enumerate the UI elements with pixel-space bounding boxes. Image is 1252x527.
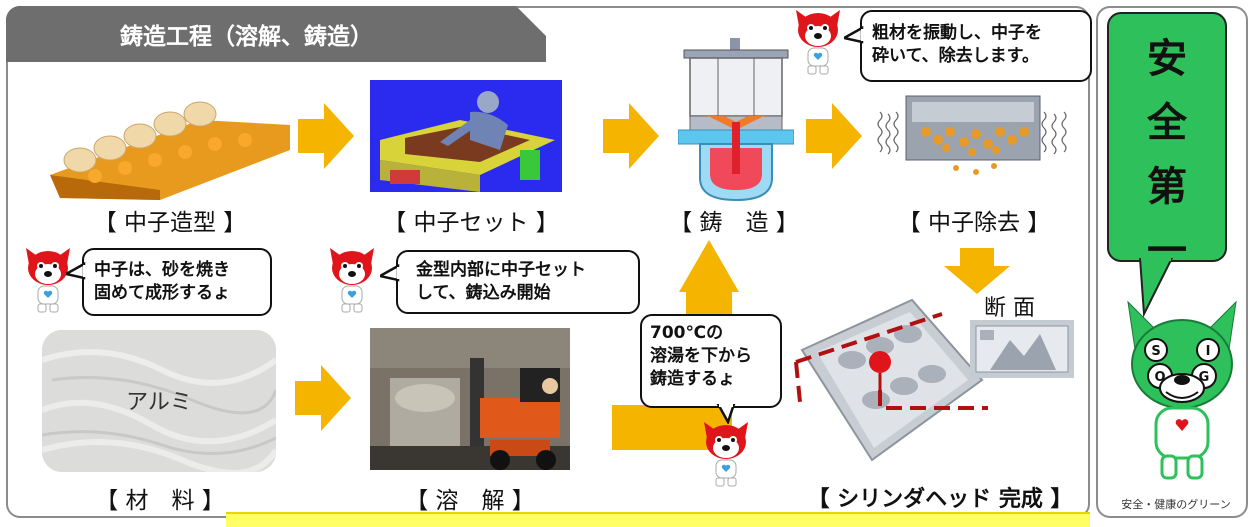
safety-char: 安 (1147, 36, 1187, 82)
flow-arrow-down (944, 248, 1010, 294)
bubble-line: 粗材を振動し、中子を (872, 23, 1042, 43)
safety-char: 第 (1147, 164, 1187, 210)
mascot-red (700, 418, 752, 488)
bubble-line: 鋳造するょ (650, 369, 735, 389)
melting-forklift-image (370, 328, 570, 470)
flow-arrow (603, 103, 659, 169)
bubble-line: 砕いて、除去します。 (872, 46, 1039, 66)
callout-tail (1138, 257, 1178, 322)
speech-bubble-core-set: 金型内部に中子セット して、鋳込み開始 (396, 250, 640, 314)
bubble-tail (62, 261, 87, 286)
section-label: 断 面 (984, 296, 1035, 321)
caption-melting: 【 溶 解 】 (405, 488, 535, 514)
bubble-line: 700℃の (650, 323, 724, 343)
bubble-line: して、鋳込み開始 (416, 283, 551, 303)
speech-bubble-core-removal: 粗材を振動し、中子を 砕いて、除去します。 (860, 10, 1092, 82)
core-molding-image (40, 80, 300, 210)
casting-machine-image (677, 38, 795, 204)
safety-char: 全 (1147, 100, 1187, 146)
caption-core-removal: 【 中子除去 】 (897, 210, 1051, 236)
bubble-line: 固めて成形するょ (94, 283, 230, 303)
bubble-tail (715, 402, 740, 428)
bubble-tail (840, 25, 865, 50)
flow-arrow (806, 103, 862, 169)
bubble-line: 溶湯を下から (650, 346, 752, 366)
mascot-letter: S (1151, 344, 1160, 359)
title-tab: 鋳造工程（溶解、鋳造） (6, 6, 546, 62)
footer-band (226, 512, 1090, 527)
caption-casting: 【 鋳 造 】 (669, 210, 799, 236)
material-label: アルミ (126, 390, 192, 415)
caption-material: 【 材 料 】 (95, 488, 225, 514)
bubble-tail (376, 263, 401, 288)
core-removal-image (876, 92, 1072, 182)
bubble-line: 金型内部に中子セット (416, 260, 586, 280)
flow-arrow (298, 103, 354, 169)
safety-slogan: 安全・健康のグリーン (1121, 498, 1231, 511)
mascot-red (792, 6, 844, 76)
caption-complete: 【 シリンダヘッド 完成 】 (807, 487, 1073, 512)
mascot-red (22, 244, 74, 314)
speech-bubble-core-molding: 中子は、砂を焼き 固めて成形するょ (82, 248, 272, 316)
mascot-red (326, 244, 378, 314)
mascot-letter: G (1199, 370, 1210, 385)
mascot-green: S I O G (1122, 292, 1242, 492)
speech-bubble-casting: 700℃の 溶湯を下から 鋳造するょ (640, 314, 782, 408)
page-title: 鋳造工程（溶解、鋳造） (120, 24, 373, 50)
safety-callout: 安 全 第 一 (1107, 12, 1227, 274)
bubble-line: 中子は、砂を焼き (94, 260, 230, 280)
cylinder-head-image (792, 290, 992, 472)
core-set-image (370, 80, 562, 192)
mascot-letter: I (1206, 344, 1211, 359)
aluminum-material-image: アルミ (42, 330, 276, 472)
caption-core-molding: 【 中子造型 】 (93, 210, 247, 236)
flow-arrow (295, 365, 351, 431)
mascot-letter: O (1154, 370, 1165, 385)
caption-core-set: 【 中子セット 】 (383, 210, 559, 236)
cross-section-image (970, 320, 1074, 378)
